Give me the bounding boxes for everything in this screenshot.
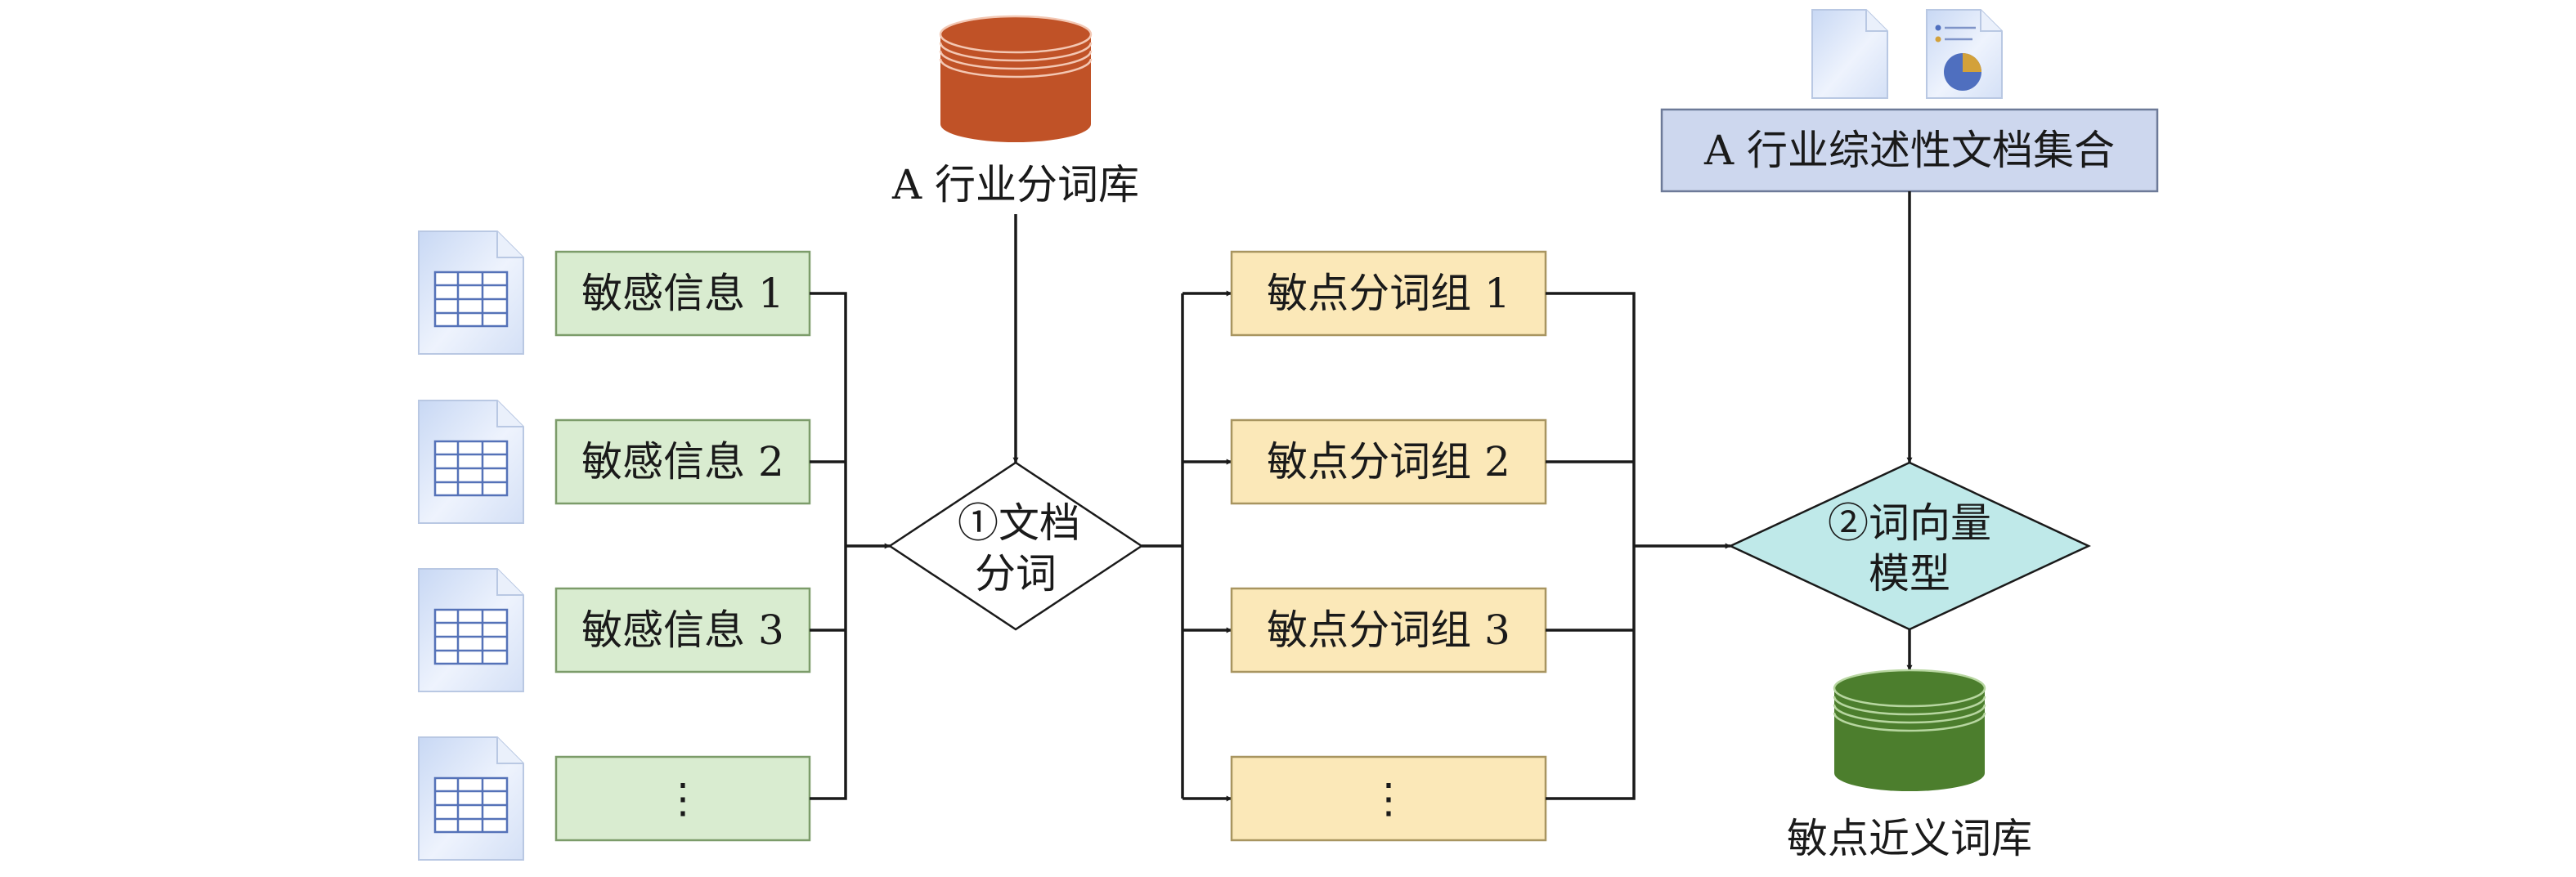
spreadsheet-file-icon xyxy=(418,736,524,861)
segment-group-box: 敏点分词组 2 xyxy=(1230,418,1547,505)
sensitive-info-box: 敏感信息 2 xyxy=(554,418,811,505)
sensitive-info-label: 敏感信息 1 xyxy=(581,270,784,317)
review-docs-label: A 行业综述性文档集合 xyxy=(1703,127,2115,174)
word-vector-model-label: 模型 xyxy=(1869,550,1950,597)
ellipsis-label: ⋮ xyxy=(1368,775,1409,822)
spreadsheet-file-icon xyxy=(418,400,524,524)
industry-lexicon-label: A 行业分词库 xyxy=(891,161,1139,208)
synonym-lexicon-label: 敏点近义词库 xyxy=(1787,815,2032,862)
connector-lines-groups-out xyxy=(1546,292,1731,800)
sensitive-info-label: 敏感信息 3 xyxy=(581,606,784,654)
segmentation-step-label: 分词 xyxy=(975,550,1057,597)
segment-group-label: 敏点分词组 1 xyxy=(1267,270,1510,317)
segment-group-label: 敏点分词组 3 xyxy=(1267,606,1510,654)
word-vector-model-diamond: ②词向量 模型 xyxy=(1728,461,2091,631)
synonym-lexicon-database-icon xyxy=(1833,669,1986,791)
segment-group-box: ⋮ xyxy=(1230,755,1547,842)
spreadsheet-file-icon xyxy=(418,568,524,692)
report-chart-icon xyxy=(1926,9,2003,99)
connector-lines-groups-in xyxy=(1142,290,1232,802)
word-vector-model-label: ②词向量 xyxy=(1828,499,1991,547)
document-icon xyxy=(1811,9,1888,99)
sensitive-info-box: 敏感信息 1 xyxy=(554,250,811,337)
segment-group-box: 敏点分词组 1 xyxy=(1230,250,1547,337)
segmentation-step-label: ①文档 xyxy=(958,499,1080,547)
connector-lines-inputs xyxy=(810,292,891,800)
sensitive-info-box: ⋮ xyxy=(554,755,811,842)
review-docs-box: A 行业综述性文档集合 xyxy=(1660,108,2159,193)
sensitive-info-label: 敏感信息 2 xyxy=(581,438,784,485)
segmentation-step-diamond: ①文档 分词 xyxy=(887,461,1144,631)
segment-group-box: 敏点分词组 3 xyxy=(1230,587,1547,673)
segment-group-label: 敏点分词组 2 xyxy=(1267,438,1510,485)
industry-lexicon-database-icon xyxy=(939,15,1093,142)
sensitive-info-box: 敏感信息 3 xyxy=(554,587,811,673)
ellipsis-label: ⋮ xyxy=(662,775,703,822)
spreadsheet-file-icon xyxy=(418,230,524,355)
